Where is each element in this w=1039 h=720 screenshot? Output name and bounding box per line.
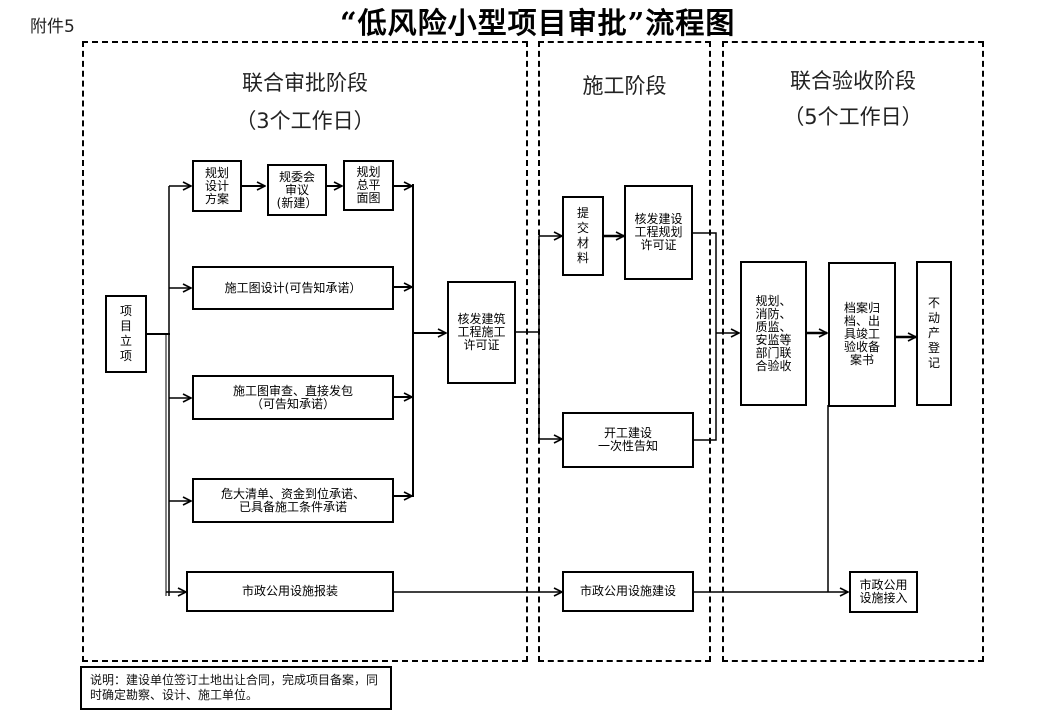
node-project-approval[interactable]: 项目立项 [105, 295, 147, 373]
note-box: 说明：建设单位签订土地出让合同，完成项目备案，同时确定勘察、设计、施工单位。 [80, 666, 392, 710]
node-joint-acceptance[interactable]: 规划、 消防、 质监、 安监等 部门联 合验收 [740, 261, 807, 406]
node-construction-start-notice[interactable]: 开工建设 一次性告知 [562, 412, 694, 468]
stage-joint-acceptance: 联合验收阶段 （5个工作日） [722, 41, 984, 662]
note-text: 说明：建设单位签订土地出让合同，完成项目备案，同时确定勘察、设计、施工单位。 [90, 673, 379, 702]
node-site-plan[interactable]: 规划 总平 面图 [343, 160, 394, 211]
node-construction-drawing-design[interactable]: 施工图设计(可告知承诺） [192, 266, 394, 310]
stage-title: 联合验收阶段 [790, 69, 916, 93]
node-archive-filing[interactable]: 档案归 档、出 具竣工 验收备 案书 [828, 262, 896, 407]
page-title: “低风险小型项目审批”流程图 [340, 6, 736, 40]
node-construction-permit[interactable]: 核发建筑 工程施工 许可证 [447, 281, 516, 384]
node-hazard-list[interactable]: 危大清单、资金到位承诺、 已具备施工条件承诺 [192, 478, 394, 523]
node-municipal-application[interactable]: 市政公用设施报装 [186, 571, 394, 612]
node-submit-materials[interactable]: 提交材料 [562, 196, 604, 276]
stage-subtitle: （5个工作日） [783, 105, 923, 129]
node-planning-scheme[interactable]: 规划 设计 方案 [192, 160, 242, 212]
node-municipal-construction[interactable]: 市政公用设施建设 [562, 571, 694, 612]
node-planning-permit[interactable]: 核发建设 工程规划 许可证 [624, 185, 693, 280]
stage-title: 联合审批阶段 [242, 71, 368, 95]
node-property-registration[interactable]: 不动产登记 [916, 261, 952, 406]
stage-joint-approval: 联合审批阶段 （3个工作日） [82, 41, 528, 662]
stage-construction: 施工阶段 [538, 41, 711, 662]
node-planning-committee[interactable]: 规委会 审议 (新建） [267, 164, 327, 216]
node-drawing-review[interactable]: 施工图审查、直接发包 （可告知承诺） [192, 375, 394, 420]
attachment-label: 附件5 [30, 17, 75, 37]
node-municipal-connection[interactable]: 市政公用 设施接入 [849, 571, 918, 613]
stage-subtitle: （3个工作日） [235, 109, 375, 133]
stage-title: 施工阶段 [582, 74, 667, 98]
